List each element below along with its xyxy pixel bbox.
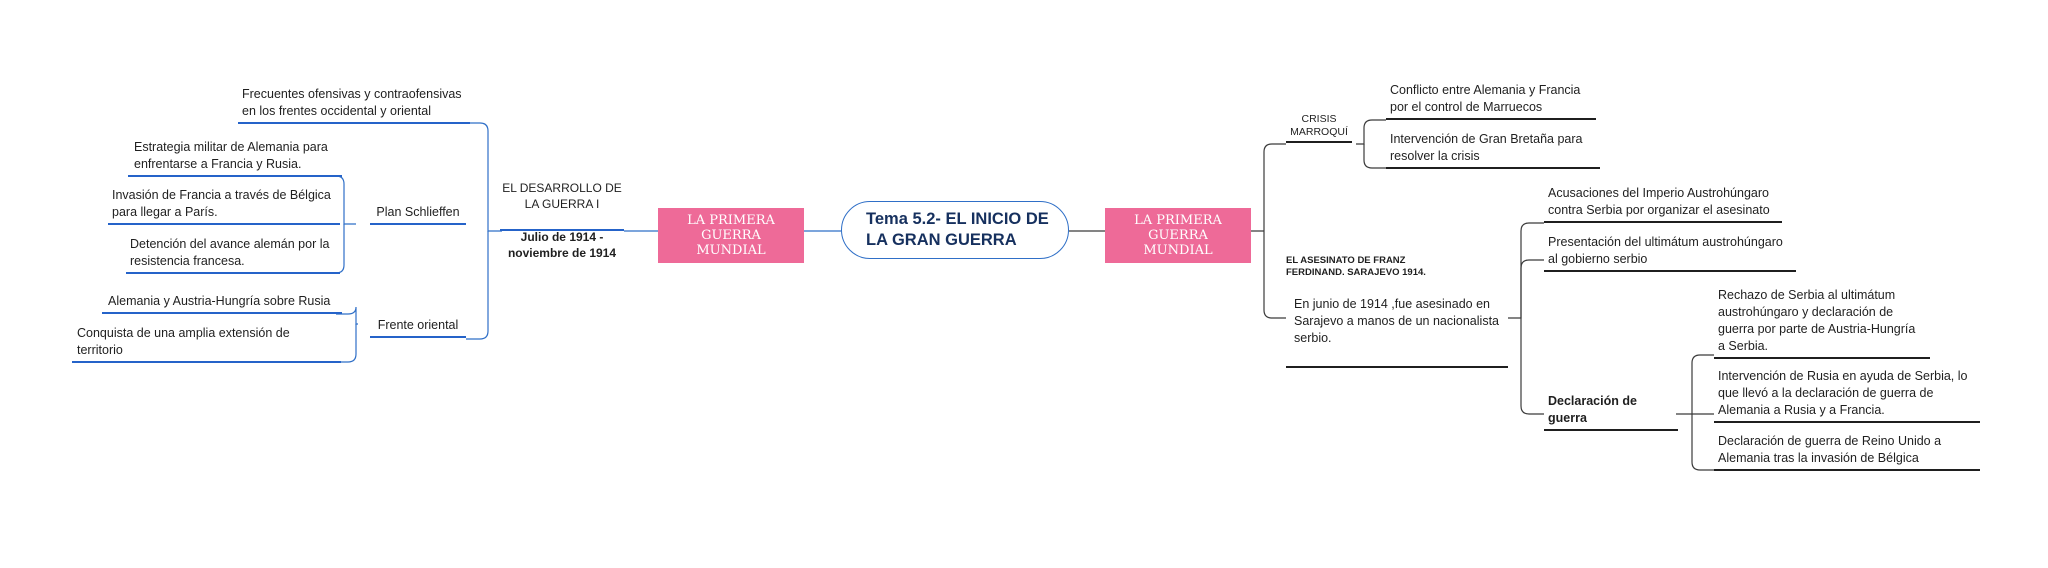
central-topic[interactable]: Tema 5.2- EL INICIO DE LA GRAN GUERRA xyxy=(841,201,1069,259)
schlieffen-item-3[interactable]: Detención del avance alemán por la resis… xyxy=(126,236,340,274)
assassination-text: En junio de 1914 ,fue asesinado en Saraj… xyxy=(1294,297,1499,345)
branch-title: EL DESARROLLO DE LA GUERRA I xyxy=(502,181,622,211)
eastern-front-node[interactable]: Frente oriental xyxy=(370,317,466,338)
plan-schlieffen-node[interactable]: Plan Schlieffen xyxy=(370,204,466,225)
left-banner[interactable]: LA PRIMERA GUERRA MUNDIAL xyxy=(658,208,804,263)
morocco-item-1[interactable]: Conflicto entre Alemania y Francia por e… xyxy=(1386,82,1596,120)
central-title: Tema 5.2- EL INICIO DE LA GRAN GUERRA xyxy=(866,210,1049,249)
eastern-item-2[interactable]: Conquista de una amplia extensión de ter… xyxy=(72,325,341,363)
eastern-item-1[interactable]: Alemania y Austria-Hungría sobre Rusia xyxy=(102,293,342,314)
assassination-node[interactable]: EL ASESINATO DE FRANZ FERDINAND. SARAJEV… xyxy=(1286,238,1508,368)
morocco-item-2[interactable]: Intervención de Gran Bretaña para resolv… xyxy=(1386,131,1600,169)
declaration-item-2[interactable]: Intervención de Rusia en ayuda de Serbia… xyxy=(1714,368,1980,423)
declaration-item-1[interactable]: Rechazo de Serbia al ultimátum austrohún… xyxy=(1714,287,1930,359)
schlieffen-item-1[interactable]: Estrategia militar de Alemania para enfr… xyxy=(128,139,342,177)
assassination-item-1[interactable]: Acusaciones del Imperio Austrohúngaro co… xyxy=(1544,185,1782,223)
offensives-node[interactable]: Frecuentes ofensivas y contraofensivas e… xyxy=(238,86,470,124)
crisis-morocco-node[interactable]: CRISIS MARROQUÍ xyxy=(1286,113,1352,143)
schlieffen-item-2[interactable]: Invasión de Francia a través de Bélgica … xyxy=(108,187,340,225)
assassination-heading: EL ASESINATO DE FRANZ FERDINAND. SARAJEV… xyxy=(1286,255,1426,278)
declaration-item-3[interactable]: Declaración de guerra de Reino Unido a A… xyxy=(1714,433,1980,471)
right-banner[interactable]: LA PRIMERA GUERRA MUNDIAL xyxy=(1105,208,1251,263)
declaration-node[interactable]: Declaración de guerra xyxy=(1544,393,1678,431)
branch-development-of-war[interactable]: EL DESARROLLO DE LA GUERRA I Julio de 19… xyxy=(500,163,624,280)
branch-dates: Julio de 1914 - noviembre de 1914 xyxy=(507,230,617,260)
assassination-item-2[interactable]: Presentación del ultimátum austrohúngaro… xyxy=(1544,234,1796,272)
branch-underline xyxy=(500,229,624,231)
